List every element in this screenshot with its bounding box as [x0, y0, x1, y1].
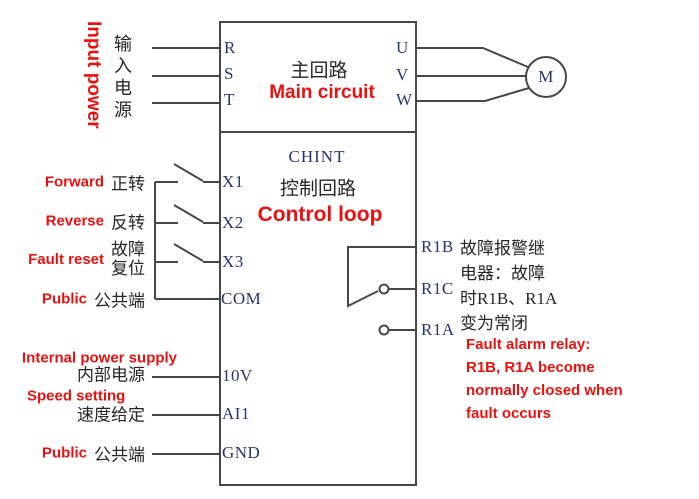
main-circuit-label-cn: 主回路 [290, 60, 348, 82]
relay-note-cn-line: 变为常闭 [460, 314, 528, 333]
label-public-com: Public 公共端 [42, 287, 145, 312]
terminal-r1b: R1B [421, 237, 454, 256]
label-internal-power-cn: 内部电源 [77, 365, 145, 385]
input-power-cn-char: 电 [114, 78, 132, 98]
terminal-com: COM [221, 289, 262, 308]
relay-note-cn-line: 故障报警继 [460, 239, 545, 258]
label-reverse-en: Reverse [45, 212, 104, 230]
label-fault-reset: Fault reset 故障 复位 [28, 240, 145, 278]
label-forward: Forward 正转 [45, 170, 145, 195]
label-public-gnd-en: Public [41, 444, 87, 462]
input-power-cn-char: 输 [114, 34, 132, 54]
terminal-u: U [396, 38, 409, 57]
label-public-gnd: Public 公共端 [42, 441, 145, 466]
label-fault-reset-en: Fault reset [28, 250, 104, 268]
label-public-com-cn: 公共端 [94, 291, 145, 311]
terminal-w: W [396, 90, 413, 109]
terminal-r1a: R1A [421, 320, 455, 339]
label-fault-reset-cn: 故障 复位 [111, 240, 145, 278]
control-loop-label-cn: 控制回路 [279, 178, 357, 200]
label-public-com-en: Public [41, 290, 87, 308]
terminal-v: V [396, 65, 409, 84]
terminal-t: T [224, 90, 235, 109]
switch-x2 [155, 204, 220, 224]
terminal-ai1: AI1 [222, 404, 250, 423]
label-forward-cn: 正转 [111, 174, 145, 194]
relay-note-cn: 故障报警继 电器：故障 时R1B、R1A 变为常闭 [460, 236, 557, 336]
relay-note-en-line: R1B, R1A become [466, 359, 595, 376]
relay-note-cn-line: 时R1B、R1A [460, 289, 558, 308]
terminal-gnd: GND [222, 443, 261, 462]
terminal-r1c: R1C [421, 279, 454, 298]
motor-wires [416, 47, 530, 102]
label-reverse-cn: 反转 [111, 213, 145, 233]
label-internal-power-en: Internal power supply [22, 349, 178, 367]
switch-x1 [155, 163, 220, 183]
label-speed-setting-cn: 速度给定 [77, 405, 145, 425]
label-public-gnd-cn: 公共端 [94, 445, 145, 465]
relay-note-en-line: Fault alarm relay: [466, 336, 591, 353]
brand-label: CHINT [288, 147, 346, 166]
motor-circle [525, 56, 567, 98]
relay-note-en-line: fault occurs [466, 405, 552, 422]
terminal-10v: 10V [222, 366, 253, 385]
input-power-wires [152, 47, 220, 104]
switch-x3 [155, 243, 220, 263]
input-power-cn-char: 入 [114, 56, 132, 76]
control-loop-label-en: Control loop [257, 203, 383, 226]
vfd-box-outline [219, 21, 417, 486]
input-power-label-cn: 输 入 电 源 [114, 33, 132, 121]
label-fault-reset-cn-line2: 复位 [111, 259, 145, 278]
terminal-r: R [224, 38, 236, 57]
input-power-cn-char: 源 [114, 100, 132, 120]
analog-wires [152, 376, 220, 455]
main-circuit-label-en: Main circuit [269, 82, 375, 103]
relay-note-cn-line: 电器：故障 [460, 264, 545, 283]
motor-label: M [538, 67, 554, 86]
relay-note-en: Fault alarm relay: R1B, R1A become norma… [466, 333, 623, 425]
input-power-label-en: Input power [83, 21, 104, 129]
relay-note-en-line: normally closed when [466, 382, 623, 399]
label-fault-reset-cn-line1: 故障 [111, 240, 145, 259]
label-speed-setting-en: Speed setting [27, 387, 126, 405]
terminal-x1: X1 [222, 172, 244, 191]
relay-contact [347, 246, 416, 336]
terminal-x3: X3 [222, 252, 244, 271]
terminal-s: S [224, 64, 234, 83]
terminal-x2: X2 [222, 213, 244, 232]
label-reverse: Reverse 反转 [46, 209, 145, 234]
label-forward-en: Forward [44, 173, 104, 191]
